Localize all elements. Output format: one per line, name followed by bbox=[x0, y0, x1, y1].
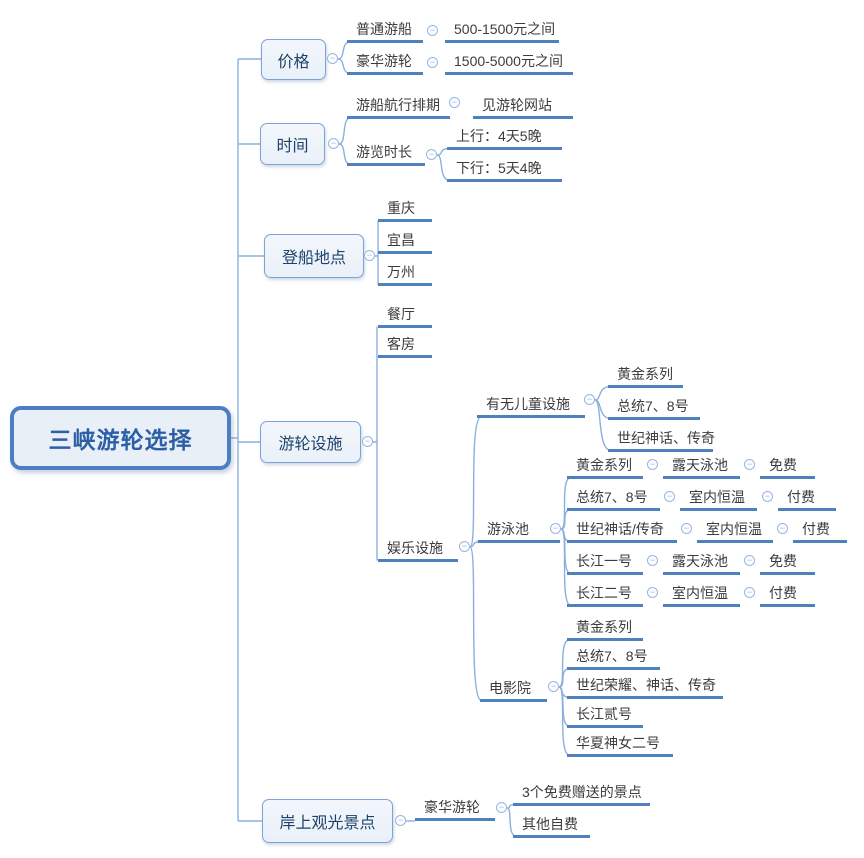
collapse-icon-pool-row3-b[interactable]: − bbox=[777, 523, 788, 534]
topic-pool-row-fee[interactable]: 免费 bbox=[760, 553, 815, 575]
topic-pool-row-fee[interactable]: 付费 bbox=[760, 585, 815, 607]
topic-cinema-ship[interactable]: 长江贰号 bbox=[567, 706, 643, 728]
collapse-icon-duration[interactable]: − bbox=[426, 149, 437, 160]
topic-pool-row-type[interactable]: 室内恒温 bbox=[697, 521, 773, 543]
collapse-icon-schedule[interactable]: − bbox=[449, 97, 460, 108]
topic-ordinary-price[interactable]: 500-1500元之间 bbox=[445, 21, 559, 43]
collapse-icon-facilities[interactable]: − bbox=[362, 436, 373, 447]
collapse-icon-pool-row4-a[interactable]: − bbox=[647, 555, 658, 566]
topic-kids-ship-president[interactable]: 总统7、8号 bbox=[608, 398, 700, 420]
branch-price[interactable]: 价格 bbox=[261, 39, 326, 80]
topic-luxury-price[interactable]: 1500-5000元之间 bbox=[445, 53, 573, 75]
collapse-icon-pool[interactable]: − bbox=[550, 523, 561, 534]
topic-entertainment[interactable]: 娱乐设施 bbox=[378, 540, 458, 562]
topic-cinema-ship[interactable]: 黄金系列 bbox=[567, 619, 643, 641]
topic-city-yichang[interactable]: 宜昌 bbox=[378, 232, 432, 254]
collapse-icon-pool-row3-a[interactable]: − bbox=[681, 523, 692, 534]
topic-sailing-schedule[interactable]: 游船航行排期 bbox=[347, 97, 450, 119]
topic-shore-luxury[interactable]: 豪华游轮 bbox=[415, 799, 495, 821]
collapse-icon-shore-luxury[interactable]: − bbox=[496, 802, 507, 813]
collapse-icon-entertainment[interactable]: − bbox=[459, 541, 470, 552]
collapse-icon-price[interactable]: − bbox=[327, 53, 338, 64]
topic-pool-row-ship[interactable]: 总统7、8号 bbox=[567, 489, 660, 511]
topic-pool-row-fee[interactable]: 付费 bbox=[793, 521, 847, 543]
branch-boarding[interactable]: 登船地点 bbox=[264, 234, 364, 278]
collapse-icon-ordinary[interactable]: − bbox=[427, 25, 438, 36]
topic-cinema[interactable]: 电影院 bbox=[480, 680, 547, 702]
collapse-icon-kids[interactable]: − bbox=[584, 394, 595, 405]
topic-city-chongqing[interactable]: 重庆 bbox=[378, 200, 432, 222]
topic-cinema-ship[interactable]: 总统7、8号 bbox=[567, 648, 660, 670]
branch-facilities[interactable]: 游轮设施 bbox=[260, 421, 361, 463]
topic-cinema-ship[interactable]: 世纪荣耀、神话、传奇 bbox=[567, 677, 723, 699]
topic-see-website[interactable]: 见游轮网站 bbox=[473, 97, 573, 119]
topic-pool-row-ship[interactable]: 黄金系列 bbox=[567, 457, 643, 479]
collapse-icon-time[interactable]: − bbox=[328, 138, 339, 149]
topic-pool-row-type[interactable]: 露天泳池 bbox=[663, 457, 740, 479]
collapse-icon-pool-row5-a[interactable]: − bbox=[647, 587, 658, 598]
collapse-icon-shore[interactable]: − bbox=[395, 815, 406, 826]
topic-pool[interactable]: 游泳池 bbox=[478, 521, 560, 543]
topic-upstream[interactable]: 上行：4天5晚 bbox=[447, 128, 562, 150]
topic-pool-row-type[interactable]: 室内恒温 bbox=[680, 489, 757, 511]
topic-luxury-ship[interactable]: 豪华游轮 bbox=[347, 53, 423, 75]
topic-pool-row-type[interactable]: 露天泳池 bbox=[663, 553, 740, 575]
topic-cinema-ship[interactable]: 华夏神女二号 bbox=[567, 735, 673, 757]
topic-pool-row-ship[interactable]: 长江一号 bbox=[567, 553, 643, 575]
collapse-icon-luxury[interactable]: − bbox=[427, 57, 438, 68]
collapse-icon-pool-row1-b[interactable]: − bbox=[744, 459, 755, 470]
collapse-icon-pool-row2-b[interactable]: − bbox=[762, 491, 773, 502]
topic-pool-row-fee[interactable]: 免费 bbox=[760, 457, 815, 479]
topic-kids-facilities[interactable]: 有无儿童设施 bbox=[477, 396, 585, 418]
topic-shore-self-pay[interactable]: 其他自费 bbox=[513, 816, 590, 838]
topic-kids-ship-gold[interactable]: 黄金系列 bbox=[608, 366, 683, 388]
topic-pool-row-fee[interactable]: 付费 bbox=[778, 489, 836, 511]
topic-pool-row-ship[interactable]: 长江二号 bbox=[567, 585, 643, 607]
topic-ordinary-ship[interactable]: 普通游船 bbox=[347, 21, 423, 43]
collapse-icon-pool-row4-b[interactable]: − bbox=[744, 555, 755, 566]
branch-time[interactable]: 时间 bbox=[260, 123, 325, 165]
topic-tour-duration[interactable]: 游览时长 bbox=[347, 144, 425, 166]
topic-pool-row-type[interactable]: 室内恒温 bbox=[663, 585, 740, 607]
collapse-icon-cinema[interactable]: − bbox=[548, 681, 559, 692]
root-topic[interactable]: 三峡游轮选择 bbox=[10, 406, 231, 470]
topic-pool-row-ship[interactable]: 世纪神话/传奇 bbox=[567, 521, 677, 543]
topic-guest-rooms[interactable]: 客房 bbox=[378, 336, 432, 358]
collapse-icon-pool-row5-b[interactable]: − bbox=[744, 587, 755, 598]
branch-shore[interactable]: 岸上观光景点 bbox=[262, 799, 393, 843]
collapse-icon-pool-row1-a[interactable]: − bbox=[647, 459, 658, 470]
topic-city-wanzhou[interactable]: 万州 bbox=[378, 264, 432, 286]
collapse-icon-boarding[interactable]: − bbox=[364, 250, 375, 261]
topic-downstream[interactable]: 下行：5天4晚 bbox=[447, 160, 562, 182]
collapse-icon-pool-row2-a[interactable]: − bbox=[664, 491, 675, 502]
topic-kids-ship-century[interactable]: 世纪神话、传奇 bbox=[608, 430, 715, 452]
topic-restaurant[interactable]: 餐厅 bbox=[378, 306, 432, 328]
topic-shore-free-spots[interactable]: 3个免费赠送的景点 bbox=[513, 784, 650, 806]
